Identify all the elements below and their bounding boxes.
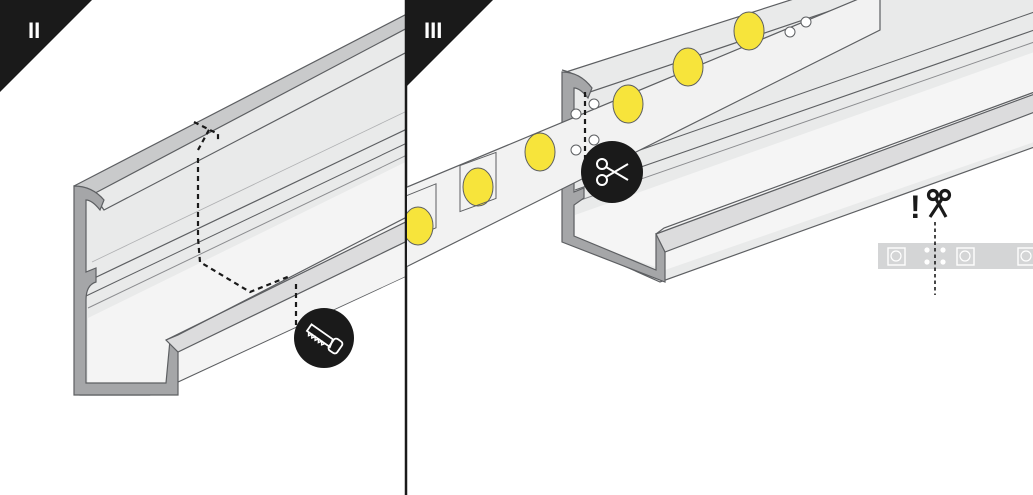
step-label-2: II [28,18,40,43]
led-chip [524,132,556,172]
led-chip [459,151,497,213]
led-chip [672,47,704,87]
led-chip [407,183,437,246]
warning-mark: ! [910,189,921,225]
led-chip [733,11,765,51]
profile-bottom-face-3 [575,52,1033,270]
solder-pads [570,16,812,156]
scissors-icon [926,188,952,218]
panel-step-3: ! III [407,0,1033,295]
step-badge-3 [407,0,493,86]
scissors-icon [596,158,629,186]
step-label-3: III [424,18,442,43]
cut-line [193,121,298,325]
profile-front-wall-3 [655,93,1033,253]
profile-end-section-3 [561,71,666,283]
saw-badge [294,308,354,368]
step-badge-2 [0,0,92,92]
do-not-cut-warning: ! [878,188,1033,295]
led-strip [407,0,881,268]
profile-end-section [73,185,179,396]
scissors-badge [581,141,643,203]
profile-front-wall [164,221,405,353]
saw-icon [305,323,344,355]
profile-bottom-face [88,162,405,395]
led-chip [612,84,644,124]
panel-step-2: II [0,0,405,396]
